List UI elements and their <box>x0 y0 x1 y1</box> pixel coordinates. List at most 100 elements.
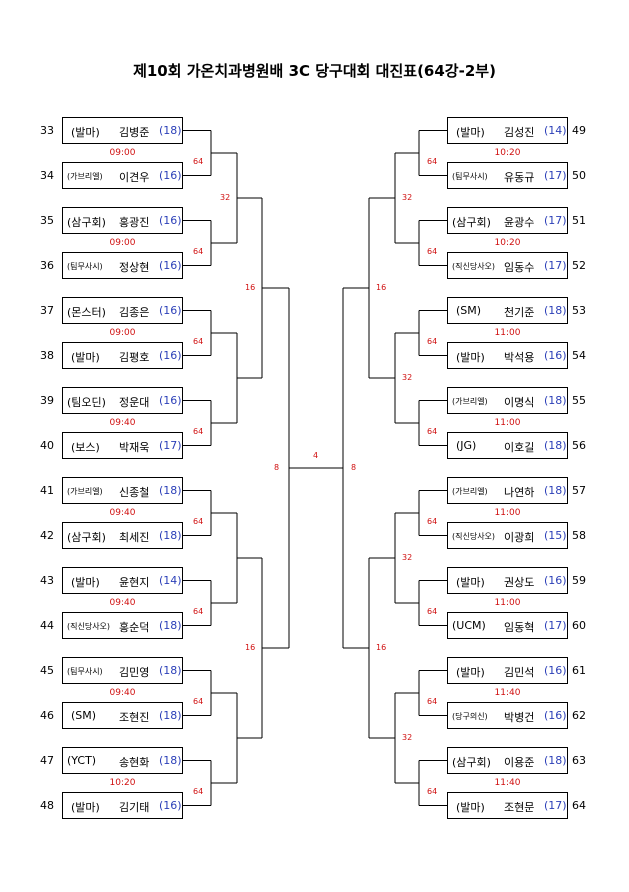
player-box: (팀무사시)김민영(18) <box>62 657 183 684</box>
handicap: (16) <box>544 664 567 677</box>
handicap: (17) <box>544 169 567 182</box>
seed-number: 47 <box>40 754 54 767</box>
round-label-32: 32 <box>220 193 231 202</box>
player-name: 송현화 <box>119 756 150 769</box>
handicap: (15) <box>544 529 567 542</box>
player-name: 이용준 <box>504 756 535 769</box>
round-label-4: 4 <box>313 451 319 460</box>
match-time: 11:40 <box>494 688 521 698</box>
player-box: (팀무사시)유동규(17) <box>447 162 568 189</box>
round-label-64: 64 <box>193 337 204 346</box>
seed-number: 53 <box>572 304 586 317</box>
player-name: 최세진 <box>119 531 150 544</box>
seed-number: 35 <box>40 214 54 227</box>
player-name: 김성진 <box>504 126 535 139</box>
handicap: (16) <box>544 574 567 587</box>
handicap: (18) <box>159 124 182 137</box>
handicap: (16) <box>159 259 182 272</box>
club-name: (팀오딘) <box>67 396 106 409</box>
player-name: 정운대 <box>119 396 150 409</box>
seed-number: 41 <box>40 484 54 497</box>
handicap: (18) <box>159 709 182 722</box>
round-label-32: 32 <box>402 733 413 742</box>
player-name: 임동수 <box>504 261 535 274</box>
player-name: 김민석 <box>504 666 535 679</box>
seed-number: 36 <box>40 259 54 272</box>
seed-number: 34 <box>40 169 54 182</box>
club-name: (직신당사오) <box>452 532 496 541</box>
round-label-32: 32 <box>402 373 413 382</box>
player-name: 임동혁 <box>504 621 535 634</box>
round-label-16: 16 <box>376 283 387 292</box>
player-name: 이광희 <box>504 531 535 544</box>
player-name: 이호길 <box>504 441 535 454</box>
player-box: (발마)윤현지(14) <box>62 567 183 594</box>
handicap: (16) <box>159 349 182 362</box>
round-label-64: 64 <box>427 157 438 166</box>
club-name: (발마) <box>456 351 485 364</box>
page-title: 제10회 가온치과병원배 3C 당구대회 대진표(64강-2부) <box>133 62 496 80</box>
match-time: 09:00 <box>109 328 136 338</box>
club-name: (발마) <box>456 576 485 589</box>
seed-number: 55 <box>572 394 586 407</box>
seed-number: 39 <box>40 394 54 407</box>
match-time: 09:40 <box>109 598 136 608</box>
round-label-64: 64 <box>427 337 438 346</box>
handicap: (16) <box>159 394 182 407</box>
player-box: (발마)권상도(16) <box>447 567 568 594</box>
club-name: (발마) <box>71 126 100 139</box>
club-name: (직신당사오) <box>452 262 496 271</box>
player-box: (SM)천기준(18) <box>447 297 568 324</box>
club-name: (가브리엘) <box>452 487 488 496</box>
match-time: 09:40 <box>109 418 136 428</box>
player-name: 윤광수 <box>504 216 535 229</box>
player-name: 정상현 <box>119 261 150 274</box>
player-name: 신종철 <box>119 486 150 499</box>
club-name: (SM) <box>456 304 482 317</box>
handicap: (17) <box>544 214 567 227</box>
handicap: (17) <box>159 439 182 452</box>
match-time: 11:00 <box>494 418 521 428</box>
player-box: (팀오딘) 정운대 (16) <box>62 387 183 414</box>
club-name: (팀무사시) <box>452 172 488 181</box>
handicap: (17) <box>544 619 567 632</box>
club-name: (팀무사시) <box>67 667 103 676</box>
player-box: (YCT)송현화(18) <box>62 747 183 774</box>
handicap: (16) <box>159 304 182 317</box>
handicap: (14) <box>159 574 182 587</box>
club-name: (SM) <box>71 709 97 722</box>
handicap: (16) <box>159 799 182 812</box>
seed-number: 48 <box>40 799 54 812</box>
club-name: (JG) <box>456 439 477 452</box>
round-label-64: 64 <box>193 607 204 616</box>
club-name: (몬스터) <box>67 306 106 319</box>
player-box: (발마)김기태(16) <box>62 792 183 819</box>
handicap: (18) <box>159 529 182 542</box>
round-label-64: 64 <box>427 787 438 796</box>
player-name: 김평호 <box>119 351 150 364</box>
handicap: (18) <box>544 439 567 452</box>
handicap: (18) <box>544 304 567 317</box>
club-name: (YCT) <box>67 754 97 767</box>
seed-number: 50 <box>572 169 586 182</box>
club-name: (보스) <box>71 441 100 454</box>
player-box: (삼구회)홍광진(16) <box>62 207 183 234</box>
seed-number: 42 <box>40 529 54 542</box>
player-name: 나연하 <box>504 486 535 499</box>
seed-number: 64 <box>572 799 586 812</box>
club-name: (가브리엘) <box>67 487 103 496</box>
club-name: (팀무사시) <box>67 262 103 271</box>
round-label-16: 16 <box>376 643 387 652</box>
match-time: 11:40 <box>494 778 521 788</box>
match-time: 11:00 <box>494 328 521 338</box>
handicap: (16) <box>544 709 567 722</box>
club-name: (직신당사오) <box>67 622 111 631</box>
player-name: 김민영 <box>119 666 150 679</box>
handicap: (16) <box>159 214 182 227</box>
player-box: (당구의신)박병건(16) <box>447 702 568 729</box>
player-name: 이견우 <box>119 171 150 184</box>
round-label-8: 8 <box>274 463 280 472</box>
seed-number: 51 <box>572 214 586 227</box>
seed-number: 60 <box>572 619 586 632</box>
player-box: (발마)박석용(16) <box>447 342 568 369</box>
